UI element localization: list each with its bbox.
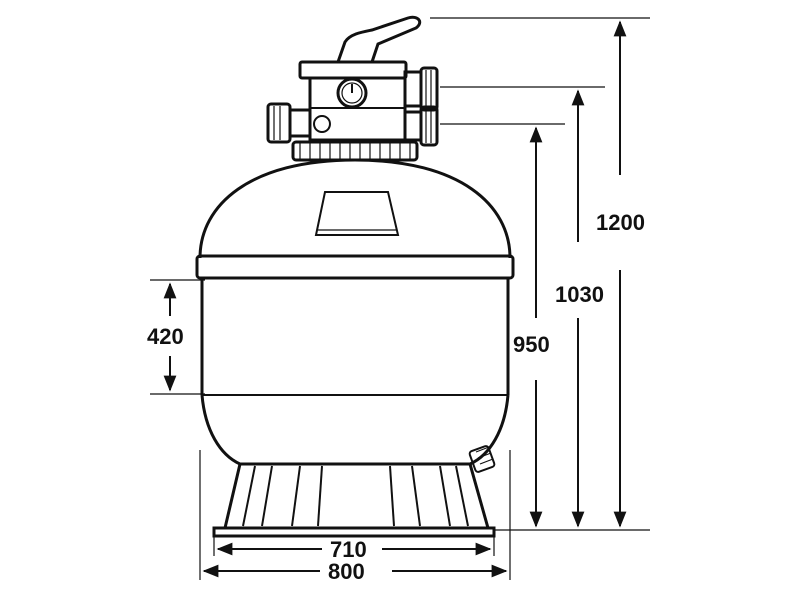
dimension-inlet-height: 950 <box>440 123 565 528</box>
label-inlet-height: 950 <box>513 332 550 357</box>
dimension-band-height: 420 <box>147 279 205 395</box>
multiport-valve <box>266 15 439 162</box>
label-base-width: 710 <box>330 537 367 562</box>
base-stand <box>212 462 496 538</box>
label-body-width: 800 <box>328 559 365 584</box>
inlet-port <box>266 102 331 144</box>
waste-port <box>403 105 439 147</box>
sight-window <box>314 191 400 236</box>
dimension-outlet-height: 1030 <box>440 86 605 528</box>
dimension-total-height: 1200 <box>430 17 650 531</box>
valve-handle <box>336 15 422 63</box>
label-outlet-height: 1030 <box>555 282 604 307</box>
filter-tank <box>195 158 515 473</box>
outlet-port <box>403 66 439 112</box>
label-total-height: 1200 <box>596 210 645 235</box>
dimension-base-width: 710 <box>213 536 495 562</box>
label-band-height: 420 <box>147 324 184 349</box>
dimension-body-width: 800 <box>199 450 511 584</box>
pressure-gauge <box>336 77 368 109</box>
drain-plug <box>468 445 496 473</box>
